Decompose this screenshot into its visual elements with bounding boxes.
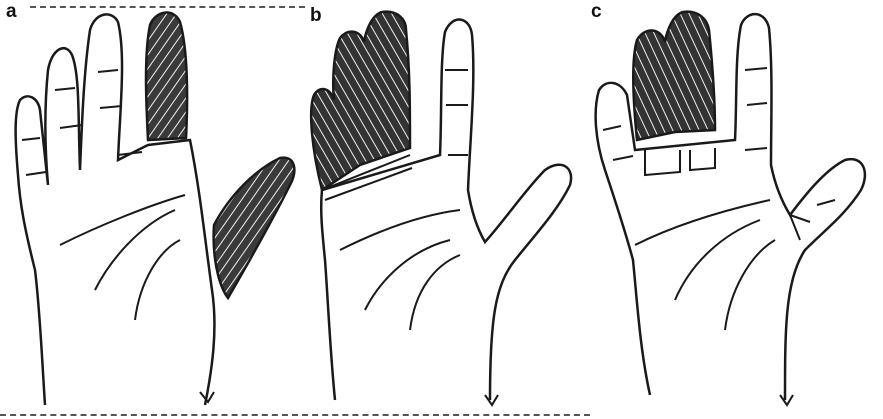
panel-c: c <box>585 0 883 419</box>
panel-b: b <box>300 0 585 419</box>
hand-b-drawing <box>300 0 585 419</box>
hand-b-shaded-fingers <box>311 12 410 190</box>
panel-c-label: c <box>591 2 602 21</box>
hand-c-shaded-fingers <box>633 12 715 140</box>
panel-a: a <box>0 0 300 419</box>
hand-a-shaded-thumb <box>214 158 295 298</box>
panel-a-label: a <box>6 2 17 21</box>
panel-b-label: b <box>310 6 322 25</box>
hand-c-drawing <box>585 0 883 419</box>
hand-a-drawing <box>0 0 300 419</box>
hand-a-shaded-finger <box>146 13 187 140</box>
